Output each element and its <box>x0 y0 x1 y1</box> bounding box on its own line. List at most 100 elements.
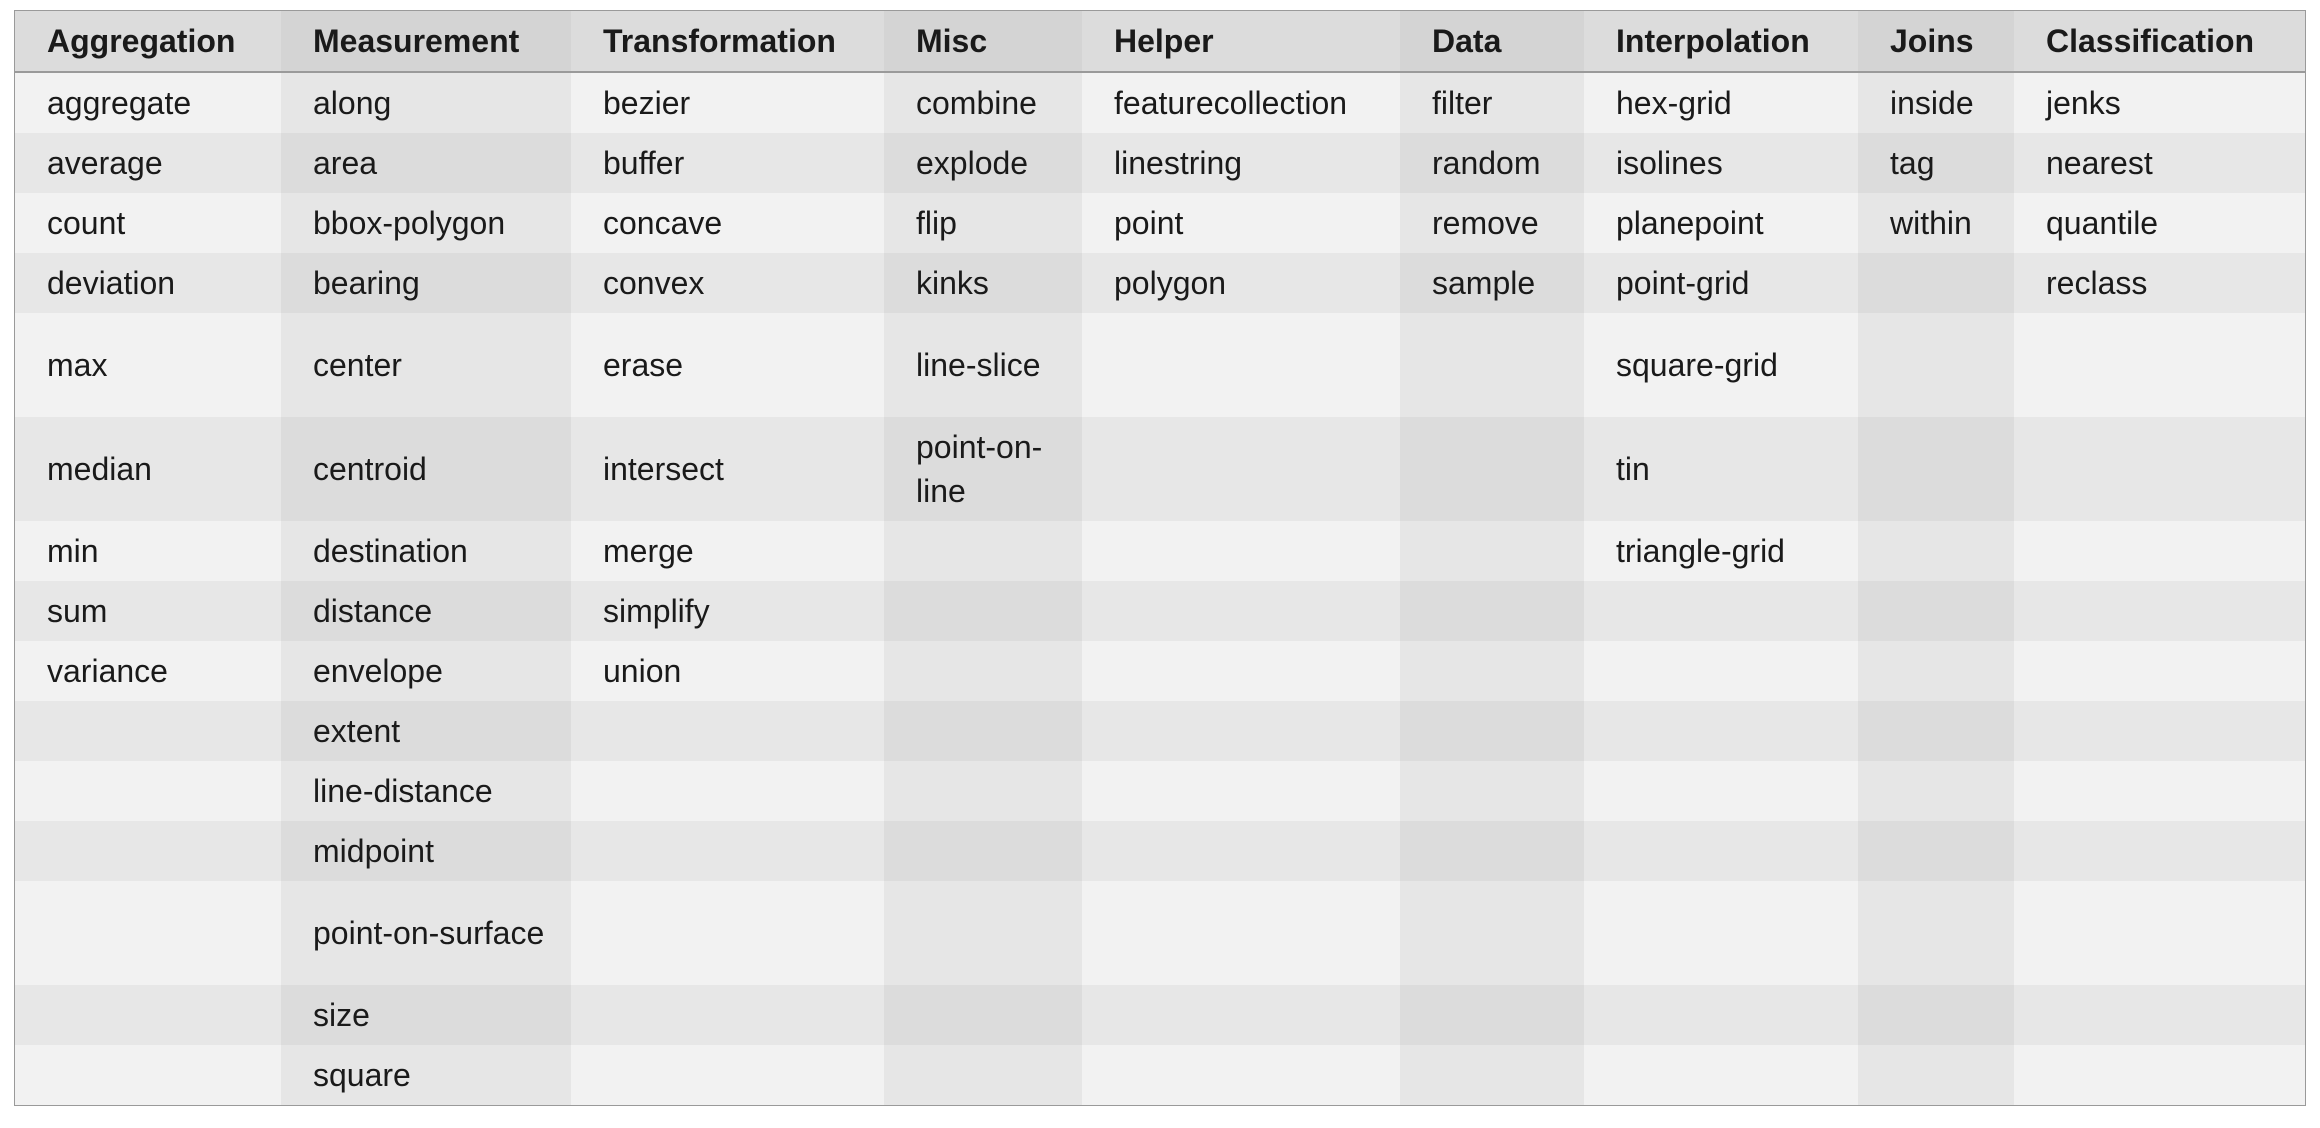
table-cell-transformation: merge <box>571 521 884 581</box>
table-cell-interpolation: isolines <box>1584 133 1858 193</box>
table-cell-misc <box>884 985 1082 1045</box>
module-name: polygon <box>1114 265 1227 301</box>
table-cell-helper: linestring <box>1082 133 1400 193</box>
table-cell-helper <box>1082 985 1400 1045</box>
module-name: area <box>313 145 378 181</box>
module-name: explode <box>916 145 1029 181</box>
table-cell-misc <box>884 1045 1082 1105</box>
module-name: within <box>1890 205 1972 241</box>
column-header-transformation: Transformation <box>571 11 884 73</box>
table-cell-transformation: bezier <box>571 72 884 133</box>
table-row: extent <box>15 701 2305 761</box>
table-cell-joins <box>1858 821 2014 881</box>
module-name: destination <box>313 533 468 569</box>
table-cell-measurement: square <box>281 1045 571 1105</box>
table-cell-helper <box>1082 313 1400 417</box>
table-cell-helper <box>1082 417 1400 521</box>
table-cell-transformation <box>571 761 884 821</box>
table-cell-interpolation <box>1584 701 1858 761</box>
table-cell-measurement: center <box>281 313 571 417</box>
column-header-data: Data <box>1400 11 1584 73</box>
module-name: line-slice <box>916 347 1041 383</box>
table-cell-data <box>1400 417 1584 521</box>
table-cell-joins <box>1858 253 2014 313</box>
table-cell-interpolation: point-grid <box>1584 253 1858 313</box>
column-header-helper: Helper <box>1082 11 1400 73</box>
module-name: min <box>47 533 99 569</box>
table-cell-misc: flip <box>884 193 1082 253</box>
table-cell-joins <box>1858 417 2014 521</box>
module-name: jenks <box>2046 85 2121 121</box>
table-cell-measurement: distance <box>281 581 571 641</box>
module-name: square-grid <box>1616 347 1778 383</box>
table-cell-measurement: line-distance <box>281 761 571 821</box>
table-cell-interpolation <box>1584 761 1858 821</box>
table-cell-helper <box>1082 521 1400 581</box>
table-cell-helper <box>1082 761 1400 821</box>
column-header-misc: Misc <box>884 11 1082 73</box>
module-name: concave <box>603 205 723 241</box>
table-cell-interpolation <box>1584 985 1858 1045</box>
module-name: merge <box>603 533 694 569</box>
module-name: point-on-line <box>916 429 1043 509</box>
table-cell-data: random <box>1400 133 1584 193</box>
table-cell-misc <box>884 761 1082 821</box>
table-cell-joins <box>1858 521 2014 581</box>
table-cell-aggregation: min <box>15 521 281 581</box>
module-name: along <box>313 85 392 121</box>
table-cell-interpolation <box>1584 1045 1858 1105</box>
module-name: reclass <box>2046 265 2148 301</box>
module-name: featurecollection <box>1114 85 1348 121</box>
table-cell-misc: explode <box>884 133 1082 193</box>
table-cell-classification <box>2014 313 2305 417</box>
table-cell-measurement: along <box>281 72 571 133</box>
module-name: average <box>47 145 163 181</box>
table-cell-aggregation: deviation <box>15 253 281 313</box>
module-name: size <box>313 997 370 1033</box>
module-name: inside <box>1890 85 1974 121</box>
module-name: envelope <box>313 653 443 689</box>
module-name: kinks <box>916 265 989 301</box>
modules-table: Aggregation Measurement Transformation M… <box>15 11 2305 1105</box>
table-cell-aggregation: aggregate <box>15 72 281 133</box>
table-cell-data <box>1400 701 1584 761</box>
table-cell-interpolation <box>1584 881 1858 985</box>
table-cell-misc <box>884 701 1082 761</box>
module-name: point-on-surface <box>313 915 545 951</box>
table-cell-misc <box>884 641 1082 701</box>
table-cell-data <box>1400 821 1584 881</box>
table-cell-classification: reclass <box>2014 253 2305 313</box>
column-header-joins: Joins <box>1858 11 2014 73</box>
table-cell-measurement: envelope <box>281 641 571 701</box>
table-cell-data: sample <box>1400 253 1584 313</box>
module-name: extent <box>313 713 401 749</box>
table-cell-interpolation <box>1584 821 1858 881</box>
table-cell-transformation <box>571 821 884 881</box>
table-cell-transformation <box>571 701 884 761</box>
table-cell-aggregation <box>15 881 281 985</box>
column-header-classification: Classification <box>2014 11 2305 73</box>
table-cell-transformation <box>571 985 884 1045</box>
module-name: triangle-grid <box>1616 533 1785 569</box>
module-name: bbox-polygon <box>313 205 506 241</box>
table-cell-aggregation: variance <box>15 641 281 701</box>
table-cell-data: remove <box>1400 193 1584 253</box>
module-name: sum <box>47 593 108 629</box>
table-cell-interpolation: tin <box>1584 417 1858 521</box>
table-cell-aggregation: max <box>15 313 281 417</box>
table-cell-interpolation: square-grid <box>1584 313 1858 417</box>
table-cell-aggregation: count <box>15 193 281 253</box>
table-cell-joins <box>1858 701 2014 761</box>
table-cell-joins: within <box>1858 193 2014 253</box>
module-name: line-distance <box>313 773 493 809</box>
table-cell-joins: tag <box>1858 133 2014 193</box>
module-name: point-grid <box>1616 265 1750 301</box>
table-row: min destination merge triangle-grid <box>15 521 2305 581</box>
table-cell-classification <box>2014 701 2305 761</box>
table-cell-classification <box>2014 521 2305 581</box>
table-cell-aggregation <box>15 761 281 821</box>
